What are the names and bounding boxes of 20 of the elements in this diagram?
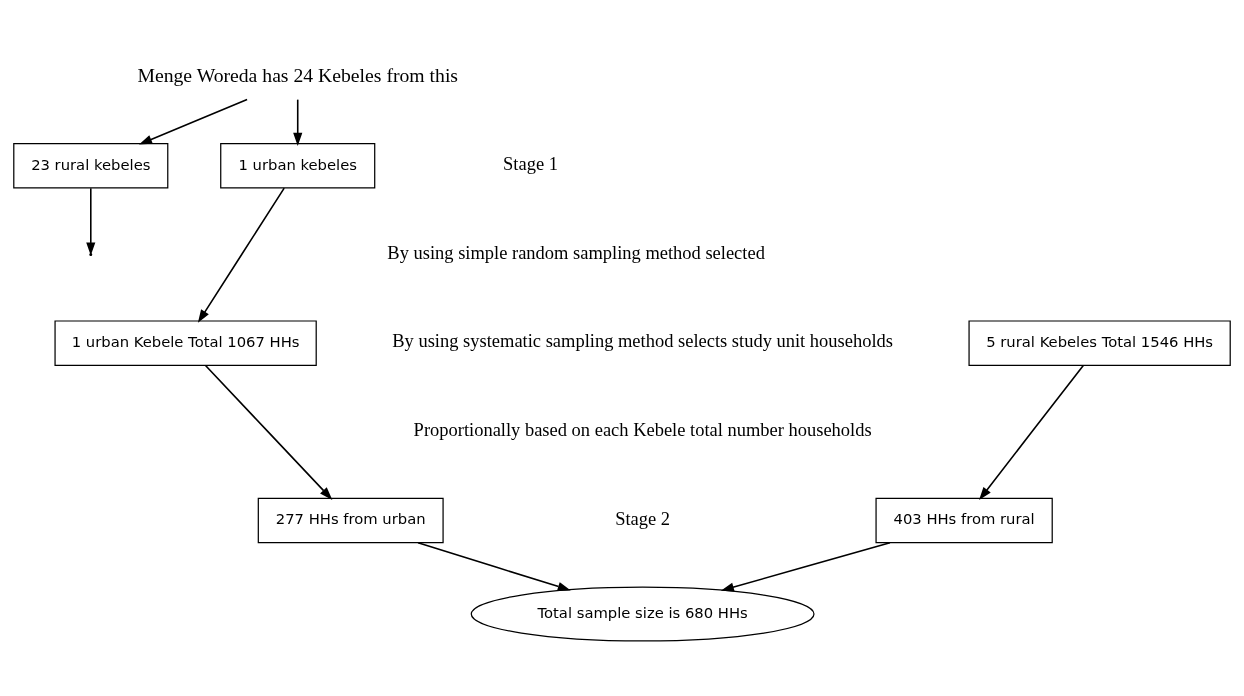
node-box: 1 urban kebeles (220, 143, 376, 189)
arrow (197, 187, 285, 323)
arrow (139, 98, 248, 145)
arrow (417, 542, 571, 591)
label: By using systematic sampling method selects study unit households (392, 331, 893, 352)
arrow (979, 364, 1085, 501)
arrow (720, 542, 891, 592)
arrow (204, 364, 333, 500)
node-box: 403 HHs from rural (875, 497, 1053, 544)
node-box: 5 rural Kebeles Total 1546 HHs (968, 320, 1231, 366)
label: Stage 2 (615, 508, 671, 529)
node-ellipse: Total sample size is 680 HHs (470, 586, 815, 642)
node-box: 277 HHs from urban (257, 497, 444, 544)
arrow (293, 98, 303, 146)
node-box: 23 rural kebeles (13, 143, 169, 189)
node-box: 1 urban Kebele Total 1067 HHs (54, 320, 317, 366)
node-text: Menge Woreda has 24 Kebeles from this (137, 63, 459, 86)
label: By using simple random sampling method selected (387, 242, 765, 263)
label: Stage 1 (503, 154, 558, 175)
label: Proportionally based on each Kebele total number households (413, 420, 872, 441)
